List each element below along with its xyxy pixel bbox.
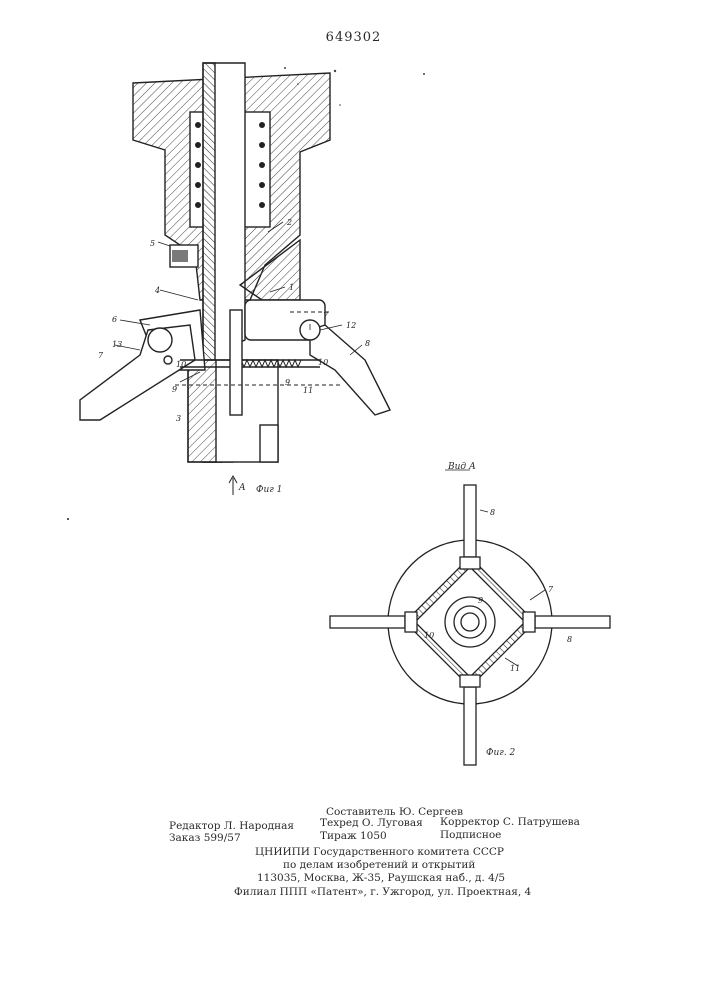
- svg-text:10: 10: [318, 358, 328, 367]
- view-marker-a: A: [239, 483, 246, 493]
- svg-text:13: 13: [112, 340, 122, 349]
- lower-sleeve-hatch: [188, 360, 216, 462]
- imprint-org-line1: ЦНИИПИ Государственного комитета СССР: [255, 846, 504, 858]
- figure-2-caption: Фиг. 2: [486, 748, 515, 758]
- svg-text:5: 5: [150, 239, 155, 248]
- svg-text:2: 2: [286, 218, 292, 227]
- arm-left: [330, 616, 405, 628]
- figure-1-caption: Фиг 1: [256, 485, 282, 495]
- svg-text:8: 8: [365, 339, 370, 348]
- figure-2: 8 7 8 9 10 11: [330, 470, 610, 765]
- scan-speck: [67, 518, 69, 520]
- svg-text:8: 8: [567, 635, 572, 644]
- svg-text:7: 7: [548, 585, 554, 594]
- imprint-branch: Филиал ППП «Патент», г. Ужгород, ул. Про…: [234, 886, 531, 898]
- svg-text:7: 7: [98, 351, 104, 360]
- svg-text:3: 3: [176, 414, 181, 423]
- sleeve-bottom: [260, 425, 278, 462]
- svg-text:12: 12: [346, 321, 356, 330]
- svg-text:6: 6: [112, 315, 117, 324]
- imprint-subscription: Подписное: [440, 829, 501, 841]
- arm-right: [535, 616, 610, 628]
- arm-top: [464, 485, 476, 557]
- imprint-corrector: Корректор С. Патрушева: [440, 816, 580, 828]
- imprint-techred: Техред О. Луговая: [320, 817, 423, 829]
- svg-text:11: 11: [510, 664, 520, 673]
- imprint-editor: Редактор Л. Народная: [169, 820, 294, 832]
- left-lever: [80, 325, 195, 420]
- svg-text:10: 10: [176, 360, 186, 369]
- plate-9: [230, 310, 242, 415]
- figure-1: 2 1 5 4 6 13 7 7 12 8 10 9 9 11 10 3: [80, 63, 425, 495]
- svg-text:11: 11: [303, 386, 313, 395]
- imprint-address: 113035, Москва, Ж-35, Раушская наб., д. …: [257, 872, 505, 884]
- svg-text:9: 9: [172, 385, 177, 394]
- left-pivot: [148, 328, 172, 352]
- imprint-org-line2: по делам изобретений и открытий: [283, 859, 475, 871]
- imprint-circulation: Тираж 1050: [320, 830, 387, 842]
- svg-text:10: 10: [424, 631, 434, 640]
- hub-inner: [461, 613, 479, 631]
- right-lever: [310, 325, 390, 415]
- svg-text:1: 1: [289, 283, 294, 292]
- imprint-order: Заказ 599/57: [169, 832, 241, 844]
- figure-2-view-title: Вид А: [448, 462, 476, 472]
- svg-text:9: 9: [285, 378, 290, 387]
- svg-text:9: 9: [478, 596, 483, 605]
- svg-text:4: 4: [154, 286, 160, 295]
- svg-text:8: 8: [490, 508, 495, 517]
- arm-bottom: [464, 687, 476, 765]
